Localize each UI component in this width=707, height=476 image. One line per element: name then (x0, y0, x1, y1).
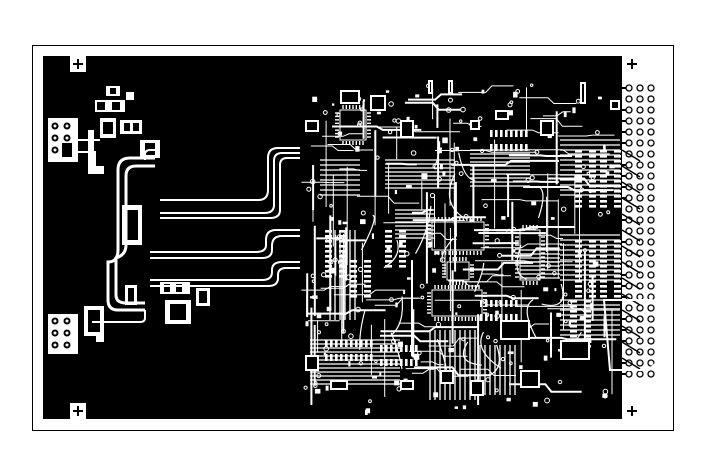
circle-pad-icon (647, 370, 655, 378)
ic-chip (385, 230, 406, 268)
bus-trace-9 (114, 164, 155, 305)
circle-pad-icon (636, 260, 644, 268)
circle-pad-icon (636, 337, 644, 345)
ic-chip (350, 260, 371, 298)
circle-pad-icon (636, 84, 644, 92)
circle-pad-icon (647, 84, 655, 92)
ic-chip (575, 240, 596, 298)
bus-trace-3 (160, 157, 300, 219)
ic-chip (600, 150, 621, 208)
circle-pad-icon (647, 183, 655, 191)
ic-chip (380, 345, 418, 366)
circle-pad-icon (647, 304, 655, 312)
circle-pad-icon (647, 348, 655, 356)
circle-pad-icon (647, 337, 655, 345)
circle-pad-icon (647, 128, 655, 136)
circle-pad-icon (647, 161, 655, 169)
circle-pad-icon (647, 271, 655, 279)
board-outline (32, 45, 674, 431)
ic-chip (490, 130, 528, 151)
bus-trace-5 (150, 235, 300, 259)
circle-pad-icon (647, 227, 655, 235)
circle-pad-icon (636, 238, 644, 246)
circle-pad-icon (647, 249, 655, 257)
crosshair-icon (70, 56, 86, 72)
circle-pad-icon (647, 260, 655, 268)
circle-pad-icon (625, 205, 633, 213)
circle-pad-icon (647, 216, 655, 224)
circle-pad-icon (636, 359, 644, 367)
bus-trace-1 (160, 147, 300, 201)
power-block-lower (48, 205, 210, 354)
ic-footprints (305, 80, 621, 396)
bus-trace-4 (150, 229, 300, 253)
circle-pad-icon (647, 238, 655, 246)
fiducials (70, 56, 637, 419)
circle-pad-icon (625, 348, 633, 356)
ic-chip (515, 225, 545, 285)
circle-pad-icon (636, 150, 644, 158)
circle-pad-icon (647, 106, 655, 114)
circle-pad-icon (647, 194, 655, 202)
circle-pad-icon (636, 139, 644, 147)
circle-pad-icon (647, 326, 655, 334)
circle-pad-icon (647, 117, 655, 125)
ic-chip (480, 300, 518, 321)
circle-pad-icon (647, 359, 655, 367)
circle-pad-icon (647, 315, 655, 323)
circle-pad-icon (636, 194, 644, 202)
circle-pad-icon (636, 128, 644, 136)
bus-trace-10 (144, 149, 155, 160)
circle-pad-icon (647, 139, 655, 147)
circle-pad-icon (636, 271, 644, 279)
circle-pad-icon (636, 183, 644, 191)
circle-pad-icon (636, 227, 644, 235)
circle-pad-icon (636, 161, 644, 169)
circle-pad-icon (636, 249, 644, 257)
circle-pad-icon (647, 150, 655, 158)
ic-chip (325, 230, 346, 278)
bus-trace-2 (160, 152, 300, 214)
bus-trace-11 (92, 310, 146, 323)
circle-pad-icon (636, 216, 644, 224)
ic-chip (427, 217, 489, 255)
circle-pad-icon (636, 106, 644, 114)
edge-connector (602, 80, 666, 400)
circle-pad-icon (636, 117, 644, 125)
bus-trace-7 (150, 267, 300, 287)
ic-chip (325, 340, 373, 361)
signal-bus-traces (92, 147, 300, 323)
circle-pad-icon (647, 95, 655, 103)
circle-pad-icon (636, 95, 644, 103)
circle-pad-icon (625, 95, 633, 103)
crosshair-icon (627, 59, 637, 69)
circle-pad-icon (636, 205, 644, 213)
ic-chip (575, 150, 596, 208)
circle-pad-icon (625, 304, 633, 312)
ic-chip (442, 257, 474, 285)
ic-chip (335, 105, 371, 145)
circle-pad-icon (647, 282, 655, 290)
crosshair-icon (70, 403, 86, 419)
bus-trace-6 (150, 261, 300, 281)
crosshair-icon (627, 406, 637, 416)
circle-pad-icon (647, 172, 655, 180)
circle-pad-icon (647, 205, 655, 213)
circle-pad-icon (636, 326, 644, 334)
circle-pad-icon (625, 150, 633, 158)
ic-chip (600, 240, 621, 298)
